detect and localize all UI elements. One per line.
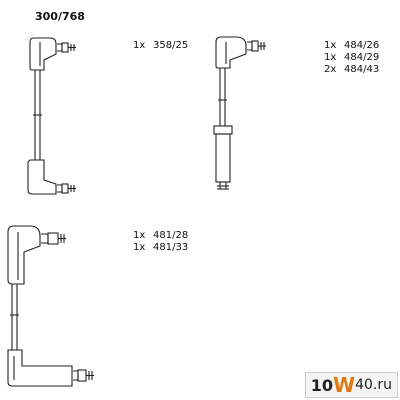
part-number: 484/43	[344, 64, 380, 75]
part-qty: 1x	[133, 230, 146, 241]
part-qty: 1x	[133, 40, 146, 51]
part-row: 1x 484/29	[324, 52, 379, 64]
watermark-part-3: 40.ru	[355, 377, 392, 393]
part-row: 1x 484/26	[324, 40, 379, 52]
ignition-lead-484	[213, 36, 266, 190]
kit-code: 300/768	[35, 10, 85, 23]
part-qty: 1x	[324, 40, 337, 51]
part-number: 481/33	[153, 242, 189, 253]
part-list-2: 1x 484/26 1x 484/29 2x 484/43	[324, 40, 379, 76]
part-row: 2x 484/43	[324, 64, 379, 76]
part-row: 1x 358/25	[133, 40, 188, 52]
part-row: 1x 481/33	[133, 242, 188, 254]
part-row: 1x 481/28	[133, 230, 188, 242]
part-number: 484/26	[344, 40, 380, 51]
part-number: 358/25	[153, 40, 189, 51]
ignition-lead-358-25	[27, 37, 76, 195]
part-qty: 2x	[324, 64, 337, 75]
part-number: 484/29	[344, 52, 380, 63]
part-number: 481/28	[153, 230, 189, 241]
watermark-part-2: W	[333, 373, 356, 397]
part-qty: 1x	[133, 242, 146, 253]
part-qty: 1x	[324, 52, 337, 63]
part-list-1: 1x 358/25	[133, 40, 188, 52]
part-list-3: 1x 481/28 1x 481/33	[133, 230, 188, 254]
ignition-lead-481	[7, 225, 94, 387]
watermark-part-1: 10	[310, 375, 334, 395]
